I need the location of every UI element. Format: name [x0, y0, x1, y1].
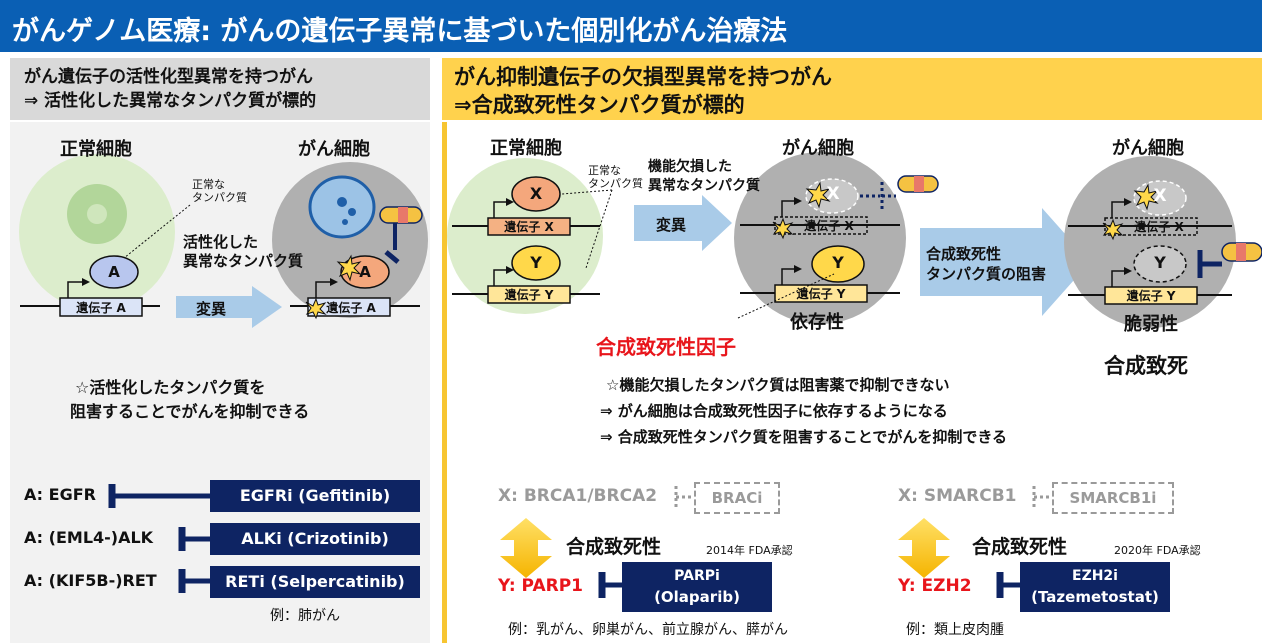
left-example-note: 例：肺がん [270, 608, 340, 624]
gene-x-label-cancer-2: 遺伝子 X [1134, 220, 1184, 234]
ezh2i-line2: (Tazemetostat) [1031, 588, 1159, 606]
sl-arrow-1 [500, 518, 552, 578]
mutation-arrow-right [634, 195, 732, 251]
left-statement-line1: ☆活性化したタンパク質を [75, 378, 266, 397]
protein-a-label-cancer: A [359, 263, 371, 281]
title-bar: がんゲノム医療: がんの遺伝子異常に基づいた個別化がん治療法 [0, 0, 1262, 52]
example1-x-drug-box: BRACi [694, 482, 780, 514]
example2-x-target: X: SMARCB1 [898, 486, 1017, 506]
gene-x-label-normal: 遺伝子 X [504, 220, 554, 234]
left-mutation-label: 変異 [196, 300, 227, 318]
sl-factor-label: 合成致死性因子 [596, 335, 736, 359]
gene-a-box-cancer [307, 297, 391, 317]
right-statement-line2: ⇒ がん細胞は合成致死性因子に依存するようになる [600, 402, 948, 420]
right-mutation-label: 変異 [656, 216, 687, 234]
right-normal-cell-label: 正常細胞 [490, 138, 562, 159]
normal-cell-right [447, 158, 603, 314]
example2-approval: 2020年 FDA承認 [1114, 544, 1201, 557]
mutation-arrow-left [176, 286, 282, 328]
left-heading-line1: がん遺伝子の活性化型異常を持つがん [24, 67, 313, 87]
protein-y-cancer-2 [1133, 245, 1187, 283]
protein-y-label-cancer-2: Y [1154, 253, 1166, 272]
drug-box-reti: RETi (Selpercatinib) [210, 566, 420, 598]
gene-a-box-normal [59, 297, 143, 317]
sl-arrow-2 [898, 518, 950, 578]
left-statement-line2: 阻害することでがんを抑制できる [70, 402, 310, 421]
right-heading-line1: がん抑制遺伝子の欠損型異常を持つがん [454, 65, 832, 89]
dependency-label: 依存性 [790, 312, 844, 333]
example2-y-target: Y: EZH2 [898, 576, 972, 596]
drug-box-ezh2i: EZH2i (Tazemetostat) [1020, 562, 1170, 612]
inhibition-label: 合成致死性 タンパク質の阻害 [926, 245, 1047, 283]
protein-x-label-cancer-2: X [1153, 186, 1167, 206]
ezh2i-line1: EZH2i [1072, 568, 1118, 584]
protein-y-label-normal: Y [530, 253, 542, 272]
gene-y-label-cancer-1: 遺伝子 Y [796, 287, 846, 301]
synthetic-lethality-label: 合成致死 [1104, 354, 1188, 378]
example-target-alk: A: (EML4-)ALK [24, 528, 154, 547]
protein-y-normal [511, 245, 561, 281]
protein-y-cancer-1 [811, 245, 865, 283]
protein-x-label-cancer-1: X [826, 184, 840, 204]
example-target-ret: A: (KIF5B-)RET [24, 571, 157, 590]
cancer-cell-2 [1064, 156, 1236, 328]
right-statement-line3: ⇒ 合成致死性タンパク質を阻害することでがんを抑制できる [600, 428, 1008, 446]
example2-x-drug-box: SMARCB1i [1052, 482, 1174, 514]
right-panel-header [442, 58, 1262, 120]
vulnerability-label: 脆弱性 [1124, 314, 1178, 335]
page-title: がんゲノム医療: がんの遺伝子異常に基づいた個別化がん治療法 [12, 16, 788, 47]
example2-sl-label: 合成致死性 [972, 536, 1068, 558]
left-activated-protein-label: 活性化した 異常なタンパク質 [183, 233, 304, 270]
right-cancer-cell-label-2: がん細胞 [1112, 138, 1184, 159]
example1-approval: 2014年 FDA承認 [706, 544, 793, 557]
protein-x-normal [511, 176, 561, 212]
right-heading-line2: ⇒合成致死性タンパク質が標的 [454, 93, 745, 117]
gene-a-label-normal: 遺伝子 A [76, 301, 126, 315]
right-cancer-cell-label-1: がん細胞 [782, 138, 854, 159]
right-statement-line1: ☆機能欠損したタンパク質は阻害薬で抑制できない [606, 376, 950, 394]
protein-x-label-normal: X [529, 184, 543, 203]
example-target-egfr: A: EGFR [24, 485, 96, 504]
gene-y-label-cancer-2: 遺伝子 Y [1126, 289, 1176, 303]
left-normal-cell-label: 正常細胞 [60, 139, 132, 160]
drug-box-egfri: EGFRi (Gefitinib) [210, 480, 420, 512]
example1-sl-label: 合成致死性 [566, 536, 662, 558]
gene-a-label-cancer: 遺伝子 A [326, 301, 376, 315]
left-heading-line2: ⇒ 活性化した異常なタンパク質が標的 [24, 91, 317, 111]
inhibition-arrow [920, 208, 1090, 316]
parpi-line1: PARPi [674, 568, 720, 584]
parpi-line2: (Olaparib) [654, 588, 740, 606]
drug-box-parpi: PARPi (Olaparib) [622, 562, 772, 612]
protein-a-label-normal: A [108, 263, 120, 281]
example1-x-target: X: BRCA1/BRCA2 [498, 486, 658, 506]
example1-y-target: Y: PARP1 [498, 576, 583, 596]
example2-note: 例：類上皮肉腫 [906, 622, 1004, 638]
mutation-star [336, 254, 362, 282]
gene-x-label-cancer-1: 遺伝子 X [804, 219, 854, 233]
right-normal-protein-note: 正常な タンパク質 [588, 164, 643, 190]
protein-y-label-cancer-1: Y [832, 253, 844, 272]
example1-note: 例：乳がん、卵巣がん、前立腺がん、膵がん [508, 622, 788, 638]
gene-y-label-normal: 遺伝子 Y [504, 288, 554, 302]
drug-box-alki: ALKi (Crizotinib) [210, 523, 420, 555]
protein-a-normal [89, 255, 139, 289]
left-cancer-cell-label: がん細胞 [298, 139, 370, 160]
right-defective-protein-label: 機能欠損した 異常なタンパク質 [648, 159, 760, 194]
left-normal-protein-note: 正常な タンパク質 [192, 178, 247, 204]
left-panel-header [10, 58, 430, 120]
